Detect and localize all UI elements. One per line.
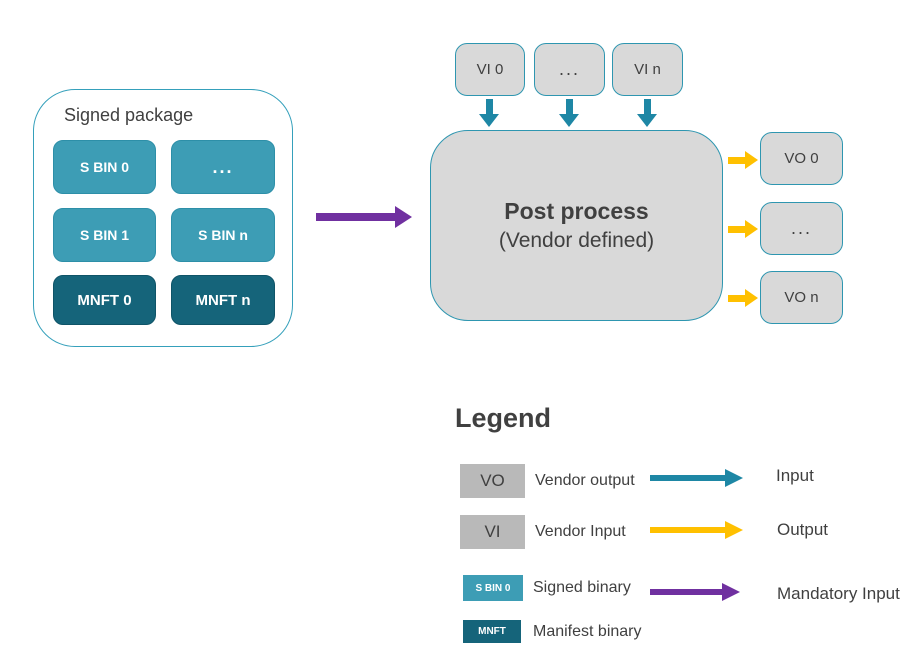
vendor-input-node-ellipsis: ... <box>534 43 605 96</box>
legend-mandatory-input-arrow <box>650 583 740 601</box>
vendor-output-node-vo0: VO 0 <box>760 132 843 185</box>
output-arrow-vo0 <box>728 151 758 169</box>
signed-binary-chip-sbin1: S BIN 1 <box>53 208 156 262</box>
signed-package-container: Signed package S BIN 0 ... S BIN 1 S BIN… <box>33 89 293 347</box>
legend-title: Legend <box>455 403 552 433</box>
legend-symbol-signed-binary: S BIN 0 <box>463 575 523 601</box>
legend-symbol-vendor-output: VO <box>460 464 525 498</box>
legend-label-manifest-binary: Manifest binary <box>533 623 642 640</box>
vendor-input-node-vi0: VI 0 <box>455 43 525 96</box>
vendor-output-node-von: VO n <box>760 271 843 324</box>
legend-label-vendor-input: Vendor Input <box>535 523 626 540</box>
legend-output-arrow <box>650 521 743 539</box>
post-process-node: Post process (Vendor defined) <box>430 130 723 321</box>
signed-package-title: Signed package <box>64 105 194 125</box>
input-arrow-ellipsis <box>559 99 579 127</box>
legend-label-signed-binary: Signed binary <box>533 579 631 596</box>
legend-input-arrow-label: Input <box>776 466 814 485</box>
legend-symbol-vendor-input: VI <box>460 515 525 549</box>
legend-symbol-manifest-binary: MNFT <box>463 620 521 643</box>
signed-binary-chip-sbinn: S BIN n <box>171 208 275 262</box>
legend-input-arrow <box>650 469 743 487</box>
input-arrow-vi0 <box>479 99 499 127</box>
mandatory-input-arrow <box>316 206 412 228</box>
legend-label-vendor-output: Vendor output <box>535 472 635 489</box>
post-process-title: Post process <box>504 197 649 224</box>
legend-output-arrow-label: Output <box>777 520 829 539</box>
legend-mandatory-input-arrow-label: Mandatory Input <box>777 584 900 603</box>
post-process-subtitle: (Vendor defined) <box>498 228 655 252</box>
output-arrow-ellipsis <box>728 220 758 238</box>
vendor-output-node-ellipsis: ... <box>760 202 843 255</box>
vendor-input-node-vin: VI n <box>612 43 683 96</box>
signed-binary-chip-sbin0: S BIN 0 <box>53 140 156 194</box>
manifest-chip-mnft0: MNFT 0 <box>53 275 156 325</box>
signed-binary-chip-ellipsis: ... <box>171 140 275 194</box>
output-arrow-von <box>728 289 758 307</box>
manifest-chip-mnftn: MNFT n <box>171 275 275 325</box>
input-arrow-vin <box>637 99 657 127</box>
arrow-shaft <box>316 213 395 221</box>
arrow-head <box>395 206 412 228</box>
